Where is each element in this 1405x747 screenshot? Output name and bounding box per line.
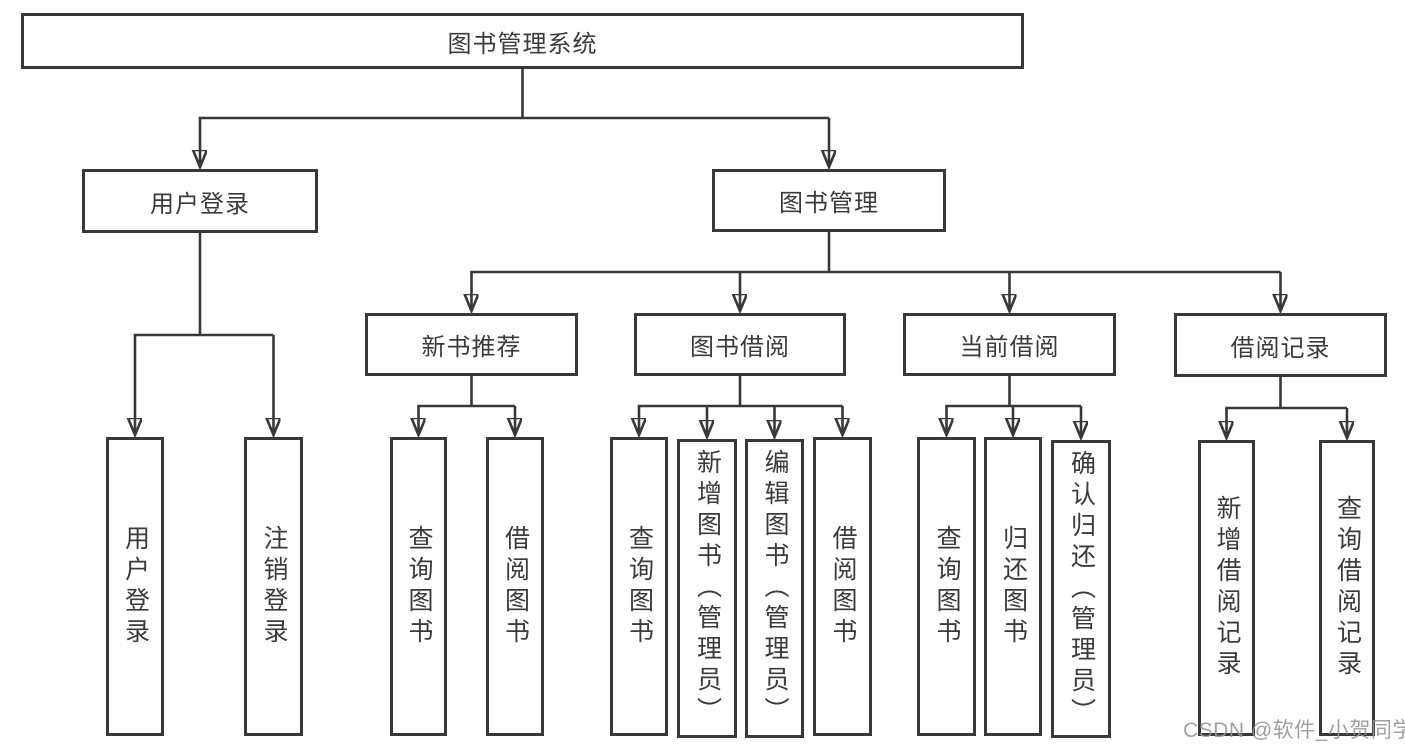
- node-book-management: 图书管理: [712, 169, 946, 232]
- node-label: 查询图书: [933, 524, 961, 649]
- node-label: 查询图书: [405, 524, 433, 649]
- node-label: 归还图书: [999, 524, 1028, 649]
- node-label: 新书推荐: [421, 334, 522, 361]
- leaf-current-confirm-return-admin: 确认归还（管理员）: [1051, 440, 1111, 738]
- leaf-current-return-books: 归还图书: [984, 437, 1042, 736]
- leaf-borrow-query-books: 查询图书: [610, 437, 668, 736]
- node-label: 当前借阅: [959, 334, 1060, 361]
- node-label: 编辑图书（管理员）: [761, 449, 789, 728]
- leaf-borrow-add-books-admin: 新增图书（管理员）: [677, 439, 737, 738]
- leaf-recommend-query-books: 查询图书: [390, 437, 447, 736]
- node-label: 新增图书（管理员）: [693, 449, 722, 728]
- node-label: 新增借阅记录: [1213, 495, 1241, 681]
- node-user-login: 用户登录: [82, 169, 318, 233]
- leaf-recommend-borrow-books: 借阅图书: [486, 437, 544, 736]
- leaf-borrow-borrow-books: 借阅图书: [813, 437, 872, 736]
- node-label: 借阅记录: [1230, 334, 1331, 362]
- leaf-records-query-borrow-record: 查询借阅记录: [1319, 440, 1375, 736]
- node-label: 借阅图书: [829, 524, 857, 649]
- node-new-book-recommend: 新书推荐: [365, 313, 578, 376]
- node-label: 图书借阅: [690, 334, 790, 361]
- node-label: 借阅图书: [501, 524, 530, 649]
- node-label: 用户登录: [150, 190, 250, 218]
- node-current-borrow: 当前借阅: [903, 313, 1116, 376]
- node-label: 确认归还（管理员）: [1067, 449, 1096, 729]
- node-label: 查询图书: [625, 524, 654, 649]
- node-borrow-records: 借阅记录: [1174, 313, 1387, 377]
- node-book-borrow: 图书借阅: [634, 313, 846, 376]
- leaf-records-add-borrow-record: 新增借阅记录: [1198, 440, 1255, 736]
- node-label: 注销登录: [260, 524, 288, 649]
- node-label: 图书管理: [779, 190, 879, 217]
- node-label: 图书管理系统: [447, 30, 598, 58]
- leaf-current-query-books: 查询图书: [917, 437, 976, 736]
- node-label: 查询借阅记录: [1333, 495, 1362, 681]
- leaf-logout: 注销登录: [244, 437, 303, 736]
- leaf-borrow-edit-books-admin: 编辑图书（管理员）: [745, 439, 804, 738]
- csdn-watermark: CSDN @软件_小贺同学: [1183, 719, 1405, 742]
- node-library-management-system: 图书管理系统: [21, 13, 1024, 69]
- leaf-user-login: 用户登录: [106, 437, 164, 736]
- node-label: 用户登录: [121, 524, 150, 649]
